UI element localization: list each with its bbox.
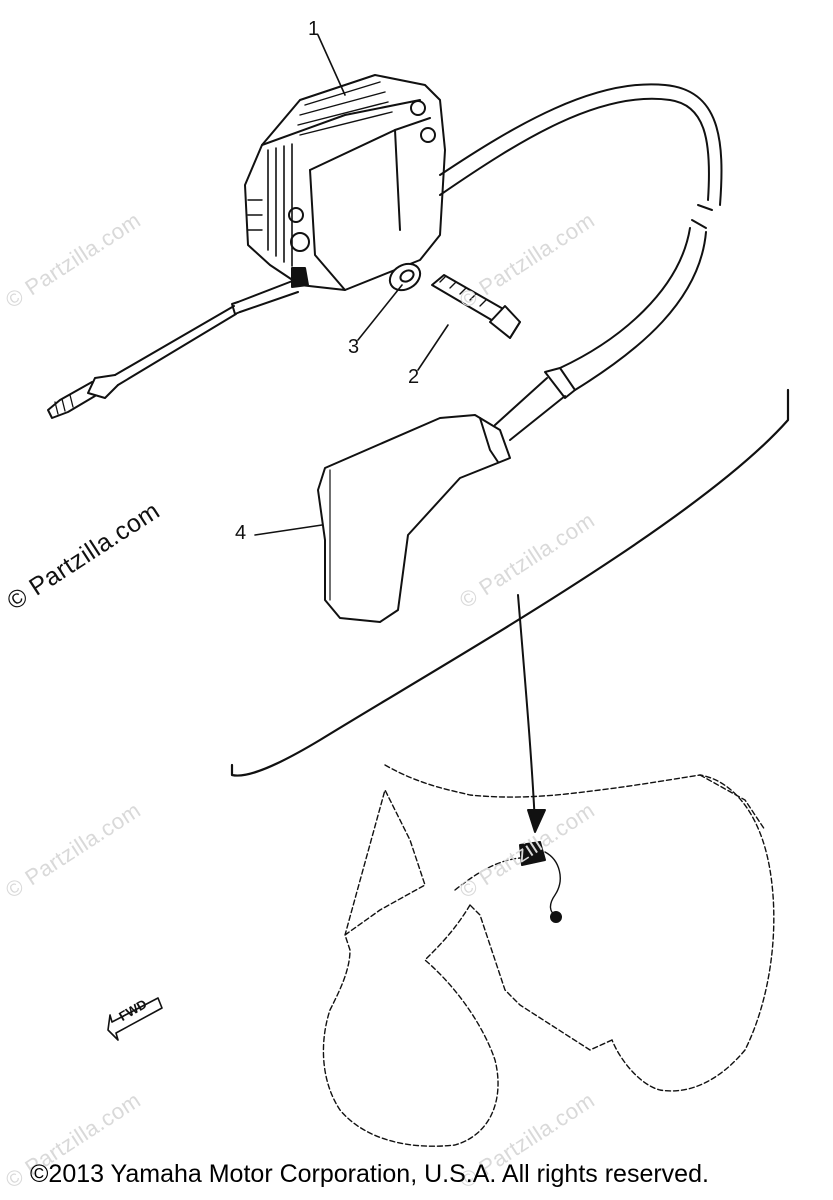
callout-4: 4 bbox=[235, 522, 247, 544]
view-bracket bbox=[230, 388, 790, 777]
copyright-notice: ©2013 Yamaha Motor Corporation, U.S.A. A… bbox=[30, 1160, 709, 1188]
ignition-coil bbox=[244, 74, 446, 291]
leader-lines bbox=[254, 34, 449, 536]
plug-cap bbox=[317, 414, 511, 623]
callout-1: 1 bbox=[308, 18, 320, 40]
washer bbox=[388, 262, 422, 292]
bolt bbox=[431, 274, 521, 339]
callout-2: 2 bbox=[408, 366, 420, 388]
motorcycle-outline bbox=[322, 764, 775, 1147]
coil-location-marker bbox=[519, 841, 562, 923]
fwd-arrow-icon bbox=[107, 997, 163, 1041]
high-tension-lead bbox=[439, 83, 723, 441]
primary-lead bbox=[47, 279, 299, 419]
callout-3: 3 bbox=[348, 336, 360, 358]
location-arrow bbox=[517, 594, 546, 833]
